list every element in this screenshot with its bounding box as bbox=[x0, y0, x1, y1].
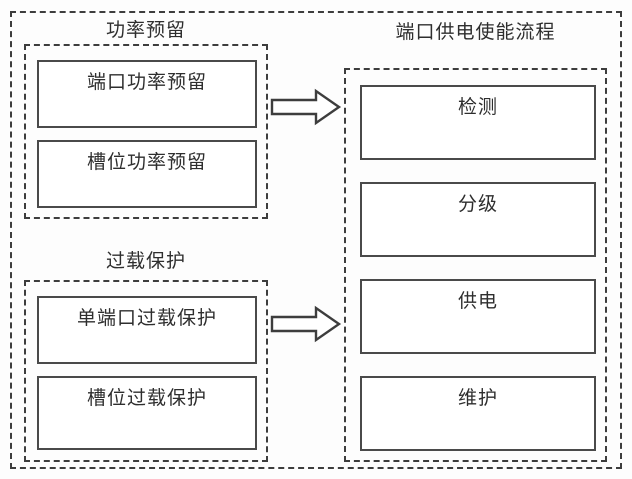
node-label-detection: 检测 bbox=[457, 96, 498, 118]
group-port-power-enable-flow: 检测 分级 供电 维护 bbox=[344, 68, 607, 462]
group-overload-protection: 单端口过载保护 槽位过载保护 bbox=[24, 280, 268, 462]
group-title-overload-protection: 过载保护 bbox=[105, 250, 186, 272]
arrow-overload-protection-to-flow bbox=[270, 305, 342, 343]
node-label-single-port-overload-protection: 单端口过载保护 bbox=[76, 307, 217, 329]
arrow-power-reserve-to-flow bbox=[270, 88, 342, 126]
node-label-power-supply: 供电 bbox=[457, 290, 498, 312]
node-label-classification: 分级 bbox=[457, 193, 498, 215]
node-port-power-reserve[interactable]: 端口功率预留 bbox=[37, 60, 257, 128]
group-title-port-power-enable-flow: 端口供电使能流程 bbox=[395, 21, 556, 43]
node-label-slot-overload-protection: 槽位过载保护 bbox=[86, 387, 207, 409]
node-power-supply[interactable]: 供电 bbox=[360, 279, 596, 354]
node-detection[interactable]: 检测 bbox=[360, 85, 596, 160]
node-single-port-overload-protection[interactable]: 单端口过载保护 bbox=[37, 296, 257, 364]
node-label-slot-power-reserve: 槽位功率预留 bbox=[86, 151, 207, 173]
node-classification[interactable]: 分级 bbox=[360, 182, 596, 257]
node-slot-power-reserve[interactable]: 槽位功率预留 bbox=[37, 140, 257, 208]
group-title-power-reserve: 功率预留 bbox=[105, 19, 186, 41]
node-label-port-power-reserve: 端口功率预留 bbox=[86, 71, 207, 93]
node-label-maintenance: 维护 bbox=[457, 387, 498, 409]
node-slot-overload-protection[interactable]: 槽位过载保护 bbox=[37, 376, 257, 450]
outer-dashed-frame bbox=[10, 11, 622, 469]
node-maintenance[interactable]: 维护 bbox=[360, 376, 596, 451]
group-power-reserve: 端口功率预留 槽位功率预留 bbox=[24, 44, 268, 219]
